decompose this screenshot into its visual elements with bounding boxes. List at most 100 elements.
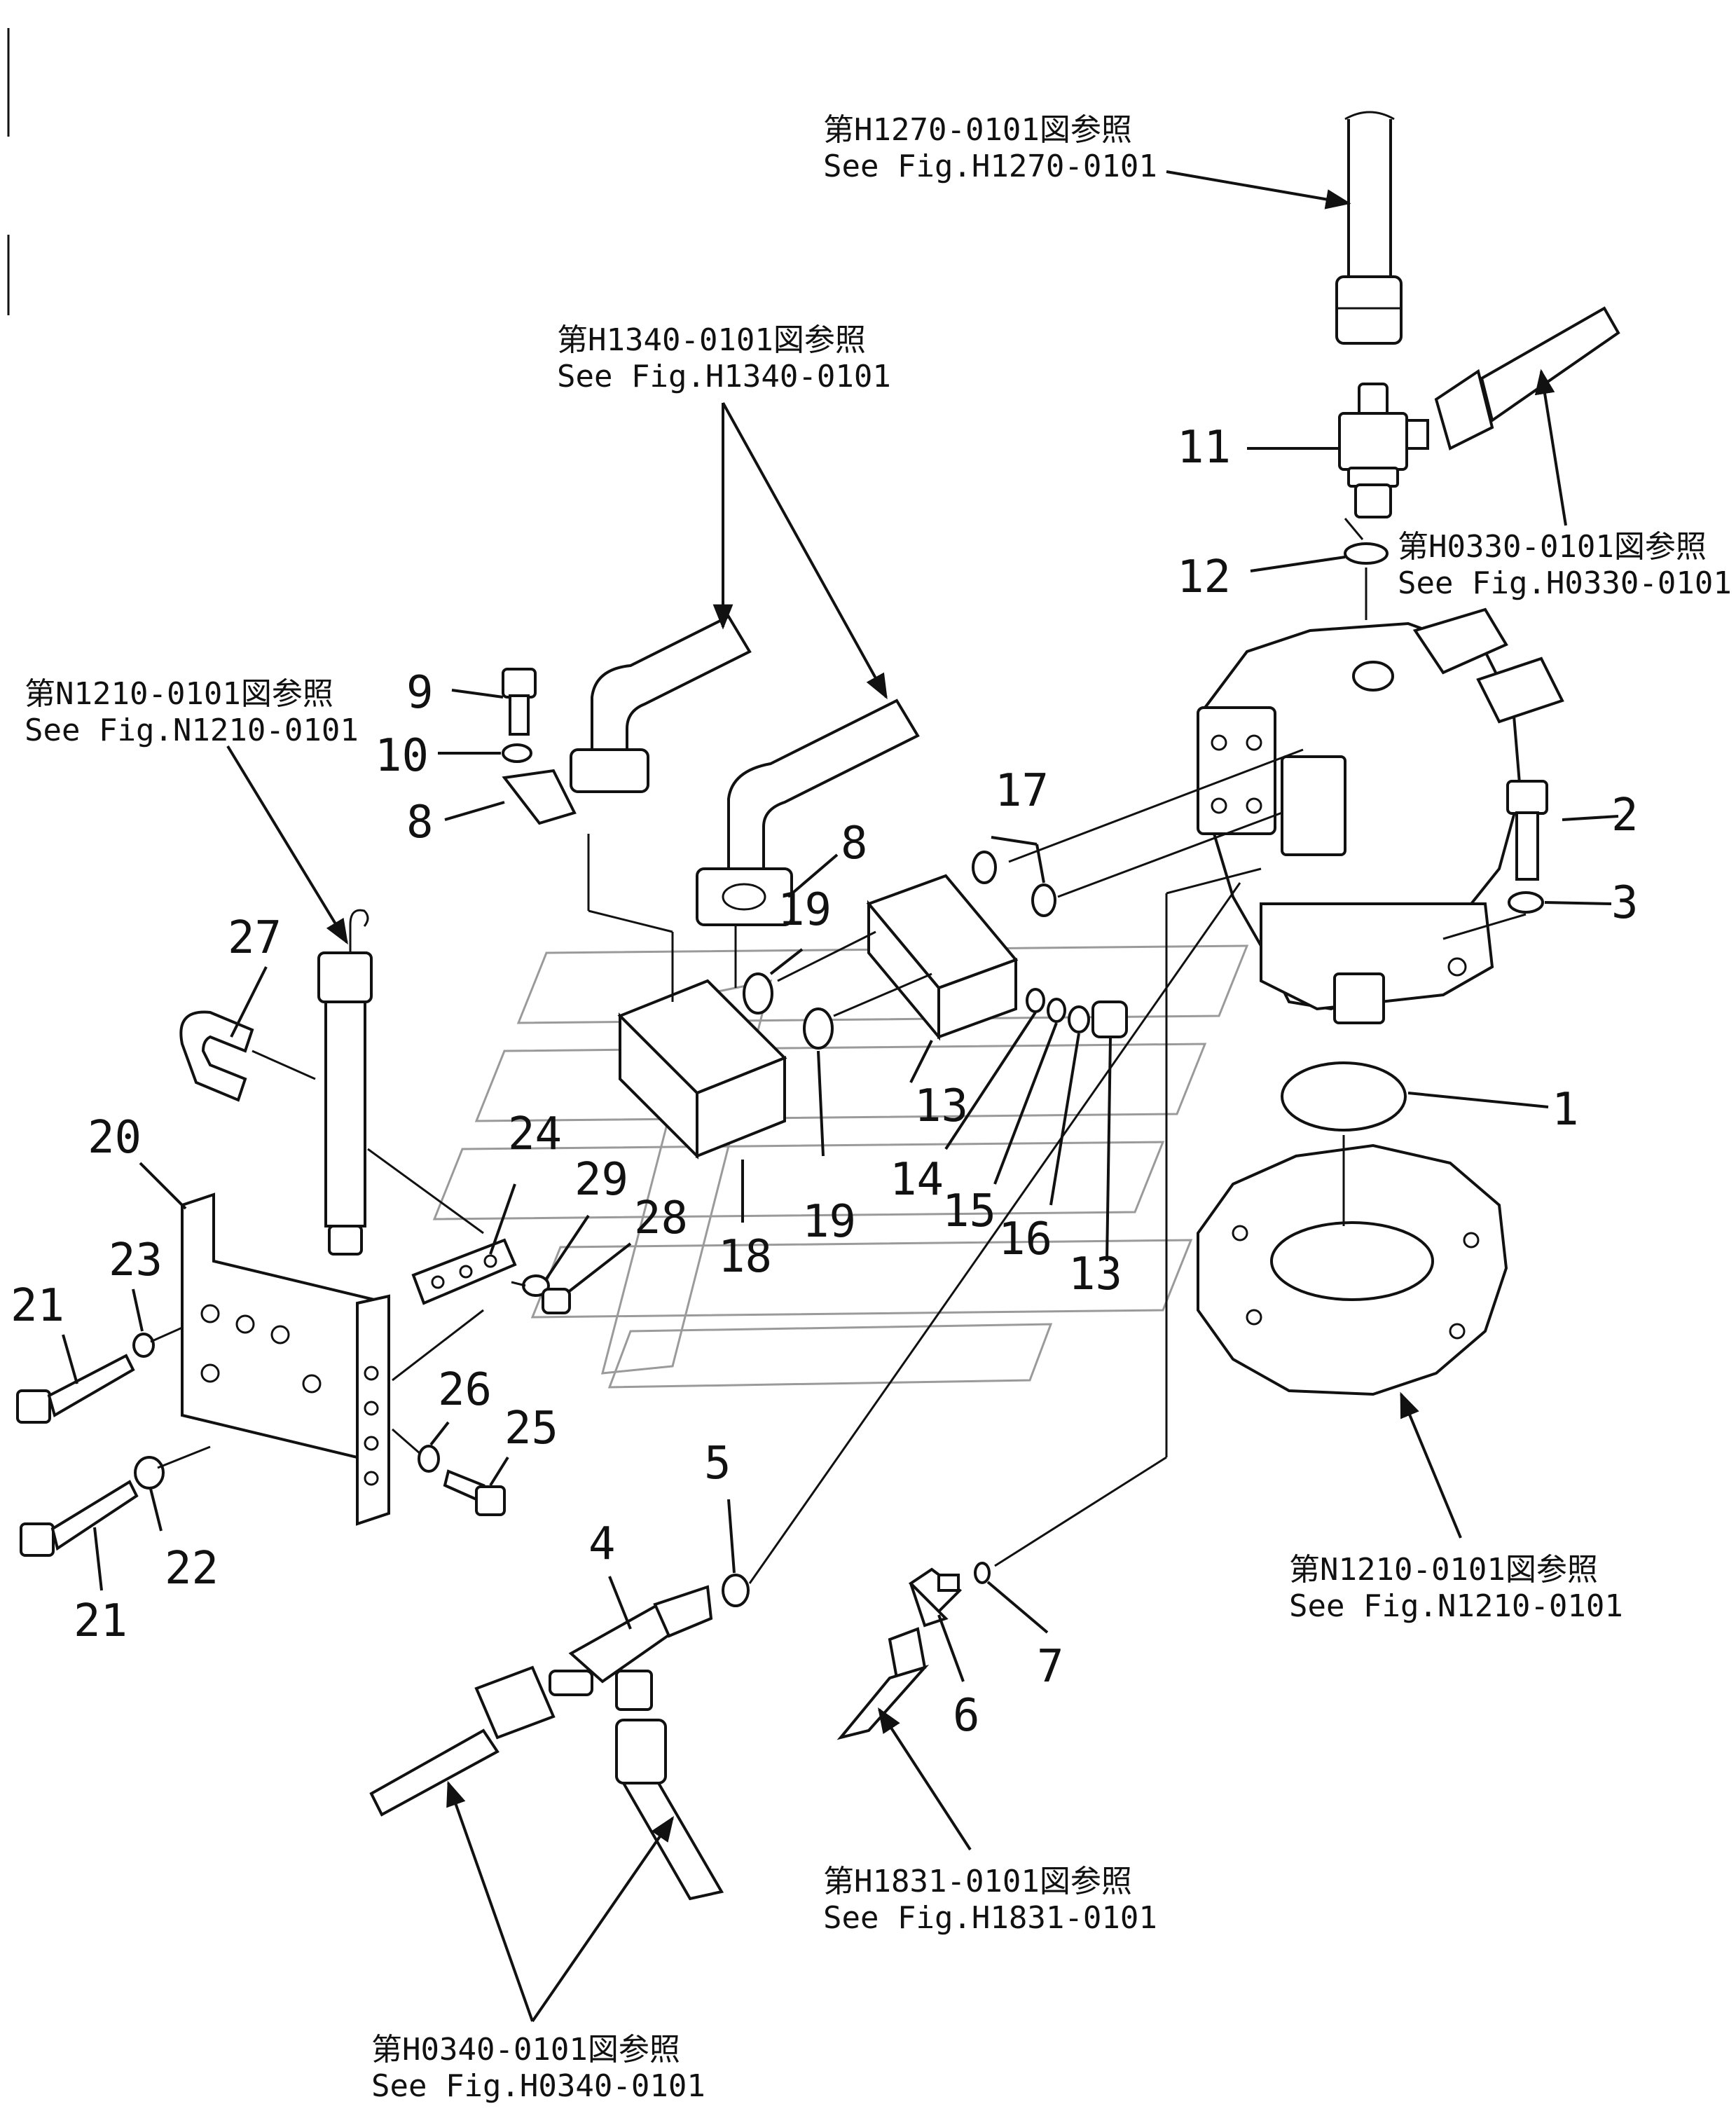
part-number-21-upper: 21: [11, 1280, 64, 1332]
part-number-17: 17: [995, 765, 1049, 817]
part-number-28: 28: [634, 1192, 688, 1244]
reference-label-h1340: 第H1340-0101図参照 See Fig.H1340-0101: [557, 322, 891, 394]
reference-jp: 第H0330-0101図参照: [1398, 529, 1707, 565]
o-ring-1: [1281, 1061, 1407, 1132]
part-numbers: 1 2 3 4 5 6 7 8 8 9 10 11 12 13 13 14 15…: [11, 422, 1639, 1742]
o-ring-19b: [803, 1008, 834, 1050]
part-number-14: 14: [890, 1154, 944, 1206]
part-number-8-left: 8: [406, 797, 434, 848]
part-number-24: 24: [508, 1108, 562, 1160]
reference-jp: 第H0340-0101図参照: [371, 2032, 680, 2068]
reference-label-h1831: 第H1831-0101図参照 See Fig.H1831-0101: [823, 1864, 1157, 1936]
washer-26: [418, 1445, 440, 1473]
part-number-19-upper: 19: [778, 884, 832, 936]
o-ring-5: [722, 1574, 750, 1607]
bracket-plate-20: [181, 1192, 390, 1526]
u-bolt-27: [179, 1010, 254, 1102]
link-plate-24: [411, 1238, 517, 1305]
reference-en: See Fig.H1831-0101: [823, 1900, 1157, 1936]
reference-label-h1270: 第H1270-0101図参照 See Fig.H1270-0101: [823, 112, 1157, 184]
reference-jp: 第H1270-0101図参照: [823, 112, 1132, 148]
reference-label-n1210-right: 第N1210-0101図参照 See Fig.N1210-0101: [1289, 1552, 1623, 1624]
o-ring-17b: [1031, 883, 1056, 917]
pipe-flange-right: [696, 699, 920, 926]
part-number-12: 12: [1177, 551, 1231, 603]
cylinder-with-hook: [317, 909, 373, 1256]
reference-label-h0340: 第H0340-0101図参照 See Fig.H0340-0101: [371, 2032, 705, 2104]
part-number-10: 10: [375, 730, 429, 782]
elbow-6: [908, 1567, 963, 1628]
reference-label-n1210-left: 第N1210-0101図参照 See Fig.N1210-0101: [25, 676, 359, 748]
part-number-1: 1: [1552, 1084, 1579, 1136]
reference-en: See Fig.H0340-0101: [371, 2068, 705, 2104]
hose-h1831: [836, 1627, 930, 1740]
o-ring-14: [1026, 988, 1045, 1013]
part-number-3: 3: [1611, 877, 1639, 929]
gear-housing: [1197, 1143, 1508, 1396]
bolt-9: [502, 668, 537, 736]
part-number-20: 20: [88, 1112, 142, 1164]
o-ring-12: [1344, 542, 1389, 565]
reference-jp: 第N1210-0101図参照: [1289, 1552, 1598, 1588]
plug-13: [1091, 1000, 1128, 1038]
block-18: [617, 979, 787, 1160]
leader-lines: [62, 170, 1619, 2023]
part-number-15: 15: [942, 1185, 996, 1237]
part-number-22: 22: [165, 1543, 219, 1595]
o-ring-16: [1068, 1005, 1090, 1033]
reference-en: See Fig.H0330-0101: [1398, 565, 1732, 601]
part-number-13-block: 13: [914, 1080, 968, 1132]
swing-motor-assembly: [1197, 607, 1564, 1024]
part-number-16: 16: [998, 1213, 1052, 1265]
reference-en: See Fig.H1270-0101: [823, 149, 1157, 184]
part-number-27: 27: [228, 912, 282, 964]
reference-jp: 第H1831-0101図参照: [823, 1864, 1132, 1899]
reference-en: See Fig.H1340-0101: [557, 359, 891, 394]
part-number-29: 29: [574, 1154, 628, 1206]
washer-22: [134, 1456, 165, 1490]
hose-lower-down: [615, 1719, 724, 1901]
part-number-2: 2: [1611, 790, 1639, 841]
top-hose-pipe: [1335, 111, 1403, 345]
part-number-11: 11: [1177, 422, 1231, 474]
part-number-6: 6: [953, 1690, 980, 1742]
part-number-9: 9: [406, 667, 434, 719]
pipe-flange-left: [570, 614, 752, 793]
split-flange-8: [502, 769, 577, 825]
washer-10: [502, 743, 532, 763]
part-number-8-right: 8: [841, 818, 868, 869]
o-ring-19a: [743, 972, 773, 1015]
right-hose: [1434, 306, 1620, 451]
part-number-5: 5: [704, 1438, 731, 1490]
watermark-logo: [432, 944, 1249, 1389]
part-number-4: 4: [588, 1518, 616, 1570]
o-ring-17a: [972, 851, 997, 884]
reference-jp: 第N1210-0101図参照: [25, 676, 333, 712]
o-ring-7: [974, 1562, 991, 1584]
washer-3: [1508, 891, 1544, 914]
part-number-7: 7: [1037, 1641, 1064, 1693]
nut-28: [542, 1288, 571, 1314]
bolt-21-lower: [20, 1480, 139, 1557]
part-number-21-lower: 21: [74, 1595, 128, 1647]
bolt-25: [443, 1469, 506, 1516]
reference-en: See Fig.N1210-0101: [1289, 1588, 1623, 1624]
reference-en: See Fig.N1210-0101: [25, 713, 359, 748]
tee-fitting-11: [1338, 383, 1429, 518]
part-number-25: 25: [504, 1403, 558, 1455]
bolt-2: [1506, 780, 1548, 881]
block-13: [866, 874, 1019, 1041]
part-number-23: 23: [109, 1235, 163, 1286]
part-number-26: 26: [438, 1364, 492, 1416]
washer-23: [132, 1333, 155, 1358]
bolt-21-upper: [16, 1354, 135, 1424]
hose-lower-left: [369, 1665, 556, 1817]
tee-fitting-4: [549, 1585, 713, 1711]
reference-label-h0330: 第H0330-0101図参照 See Fig.H0330-0101: [1398, 529, 1732, 601]
assembly-guide-lines: [150, 518, 1527, 1584]
o-ring-15: [1047, 998, 1066, 1023]
reference-jp: 第H1340-0101図参照: [557, 322, 866, 358]
part-number-18: 18: [718, 1231, 772, 1283]
part-number-13-plug: 13: [1068, 1249, 1122, 1300]
